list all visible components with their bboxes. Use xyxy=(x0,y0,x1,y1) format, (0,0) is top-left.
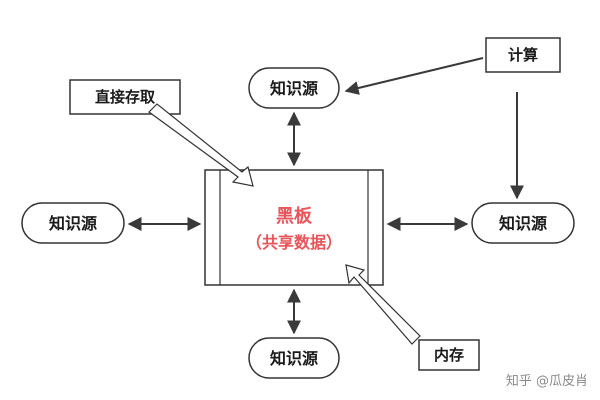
knowledge-source-label: 知识源 xyxy=(270,349,318,368)
knowledge-source-label: 知识源 xyxy=(49,214,97,233)
hollow-arrow-memory xyxy=(345,264,421,345)
hollow-arrow-direct-access xyxy=(148,103,254,187)
knowledge-source-left: 知识源 xyxy=(21,202,125,244)
memory-box: 内存 xyxy=(418,339,480,371)
knowledge-source-label: 知识源 xyxy=(270,79,318,98)
arrow-compute-to-top-source xyxy=(344,57,484,95)
blackboard-panel: 黑板 （共享数据） xyxy=(204,169,384,286)
watermark-text: 知乎 @瓜皮肖 xyxy=(506,373,588,389)
direct-access-label: 直接存取 xyxy=(95,88,156,106)
memory-label: 内存 xyxy=(434,346,464,364)
knowledge-source-label: 知识源 xyxy=(499,214,547,233)
knowledge-source-bottom: 知识源 xyxy=(248,337,340,379)
knowledge-source-top: 知识源 xyxy=(248,67,340,109)
compute-label: 计算 xyxy=(508,46,538,64)
blackboard-title: 黑板 xyxy=(276,205,313,227)
compute-box: 计算 xyxy=(485,37,561,73)
knowledge-source-right: 知识源 xyxy=(471,202,575,244)
blackboard-subtitle: （共享数据） xyxy=(246,233,342,252)
